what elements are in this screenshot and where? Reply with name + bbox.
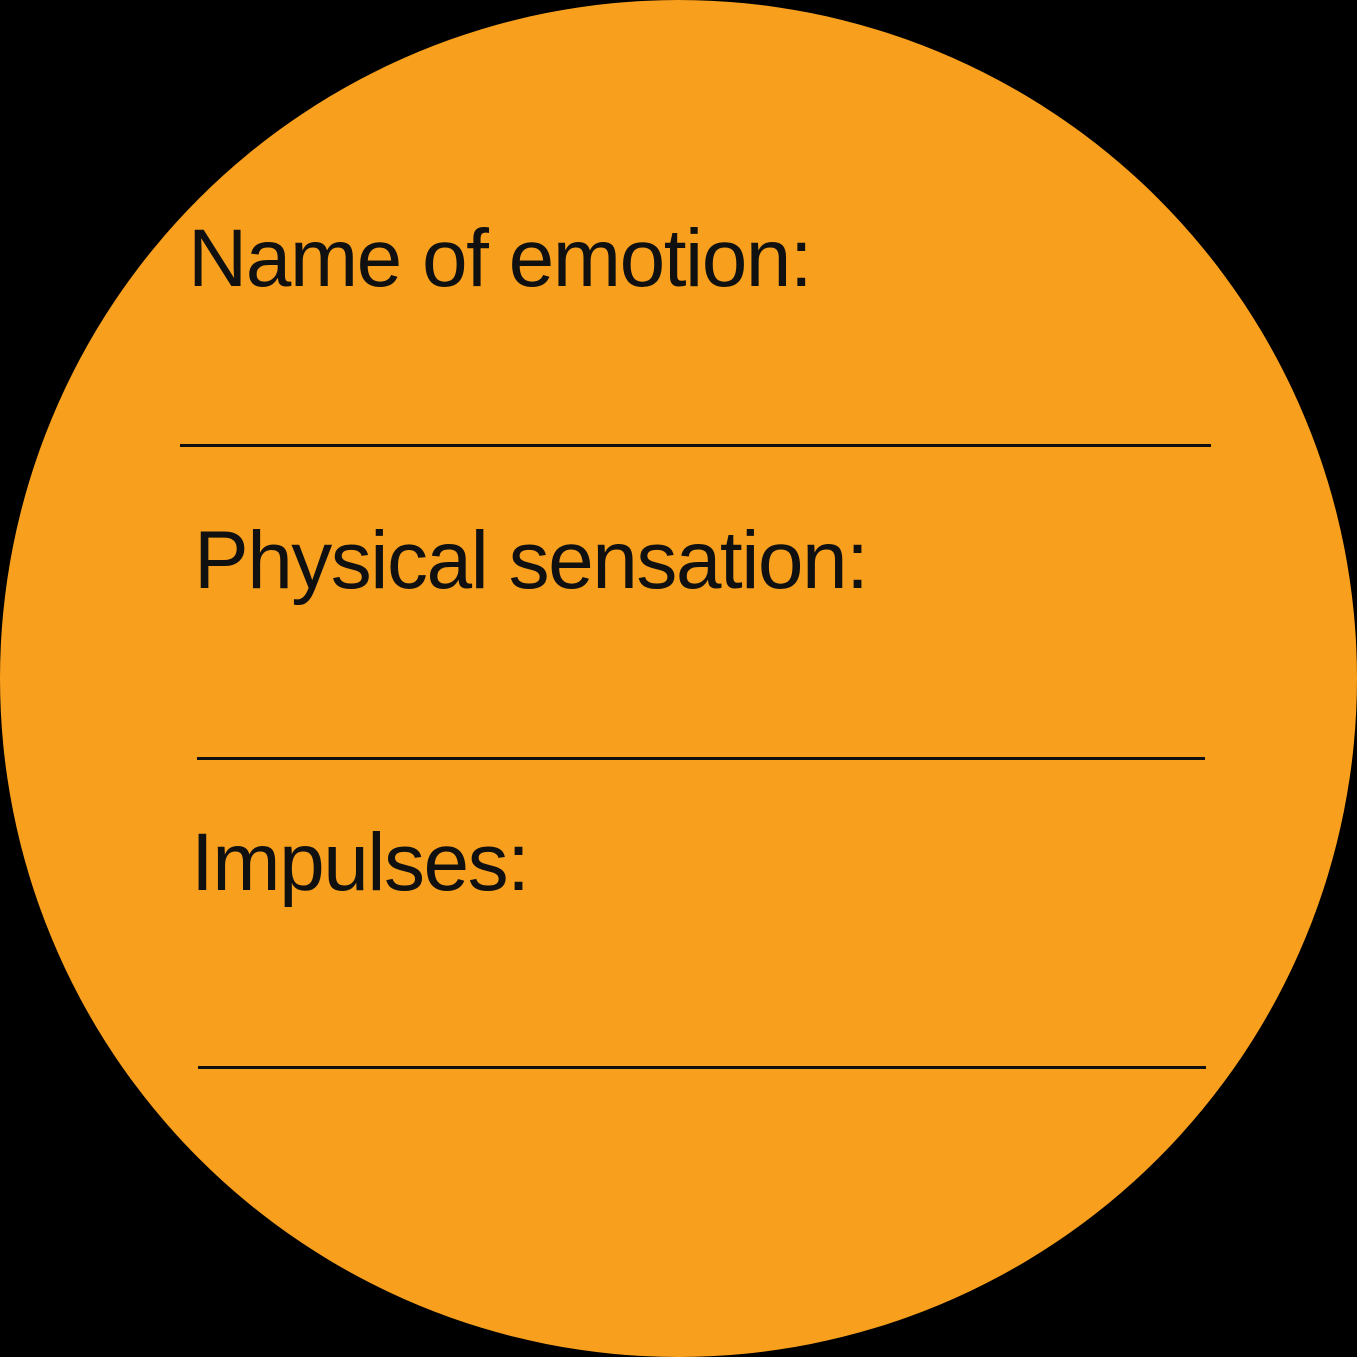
- physical-sensation-blank-line: [197, 757, 1205, 760]
- name-of-emotion-label: Name of emotion:: [188, 213, 813, 304]
- physical-sensation-label: Physical sensation:: [194, 515, 869, 606]
- impulses-blank-line: [198, 1066, 1206, 1069]
- impulses-label: Impulses:: [191, 817, 530, 908]
- name-of-emotion-blank-line: [180, 444, 1211, 447]
